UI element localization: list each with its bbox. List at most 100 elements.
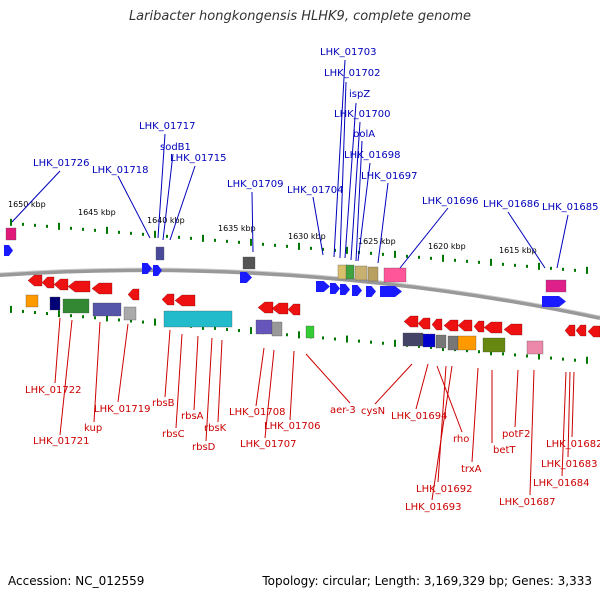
forward-gene[interactable] <box>352 285 362 296</box>
top-gene-label[interactable]: LHK_01696 <box>422 196 478 207</box>
top-gene-label[interactable]: LHK_01704 <box>287 185 343 196</box>
gene-feature-box[interactable] <box>271 321 283 337</box>
bottom-gene-label[interactable]: rbsC <box>162 429 185 440</box>
bottom-gene-label[interactable]: rho <box>453 434 469 445</box>
gene-feature-box[interactable] <box>457 335 477 351</box>
gene-feature-box[interactable] <box>62 298 90 314</box>
gene-feature-box[interactable] <box>123 306 137 321</box>
bottom-gene-label[interactable]: LHK_01682 <box>546 439 600 450</box>
bottom-gene-label[interactable]: LHK_01684 <box>533 478 589 489</box>
gene-feature-box[interactable] <box>25 294 39 308</box>
bottom-gene-label[interactable]: potF2 <box>502 429 531 440</box>
bottom-gene-label[interactable]: LHK_01706 <box>264 421 320 432</box>
forward-gene[interactable] <box>330 283 340 294</box>
reverse-gene[interactable] <box>27 274 43 287</box>
top-gene-label[interactable]: LHK_01703 <box>320 47 376 58</box>
bottom-gene-label[interactable]: LHK_01707 <box>240 439 296 450</box>
top-gene-label[interactable]: ispZ <box>349 89 370 100</box>
bottom-gene-label[interactable]: LHK_01722 <box>25 385 81 396</box>
bottom-gene-label[interactable]: LHK_01708 <box>229 407 285 418</box>
reverse-gene[interactable] <box>91 282 113 295</box>
bottom-gene-label[interactable]: kup <box>84 423 102 434</box>
gene-feature-box[interactable] <box>163 310 233 328</box>
gene-feature-box[interactable] <box>345 264 355 280</box>
reverse-gene[interactable] <box>403 315 419 328</box>
bottom-gene-label[interactable]: rbsA <box>181 411 204 422</box>
bottom-gene-label[interactable]: betT <box>493 445 516 456</box>
top-gene-label[interactable]: LHK_01700 <box>334 109 390 120</box>
gene-feature-box[interactable] <box>422 333 436 348</box>
reverse-gene[interactable] <box>287 303 301 316</box>
top-gene-label[interactable]: LHK_01709 <box>227 179 283 190</box>
reverse-gene[interactable] <box>417 317 431 330</box>
gene-feature-box[interactable] <box>305 325 315 339</box>
bottom-gene-label[interactable]: LHK_01721 <box>33 436 89 447</box>
reverse-gene[interactable] <box>431 318 443 331</box>
top-gene-label[interactable]: LHK_01698 <box>344 150 400 161</box>
reverse-gene[interactable] <box>587 325 600 338</box>
gene-feature-box[interactable] <box>435 334 447 349</box>
bottom-gene-label[interactable]: cysN <box>361 406 385 417</box>
reverse-gene[interactable] <box>483 321 503 334</box>
reverse-gene[interactable] <box>473 320 485 333</box>
gene-feature-box[interactable] <box>255 319 273 335</box>
forward-gene[interactable] <box>380 286 402 297</box>
gene-feature-box[interactable] <box>367 266 379 282</box>
top-gene-label[interactable]: LHK_01715 <box>170 153 226 164</box>
gene-feature-box[interactable] <box>482 337 506 353</box>
bottom-gene-label[interactable]: rbsK <box>204 423 227 434</box>
gene-feature-box[interactable] <box>242 256 256 270</box>
forward-gene[interactable] <box>142 263 152 274</box>
top-gene-label[interactable]: LHK_01697 <box>361 171 417 182</box>
gene-feature-box[interactable] <box>5 227 17 241</box>
top-gene-label[interactable]: LHK_01702 <box>324 68 380 79</box>
bottom-gene-label[interactable]: LHK_01692 <box>416 484 472 495</box>
gene-feature-box[interactable] <box>447 335 459 351</box>
reverse-gene[interactable] <box>457 319 473 332</box>
lower-scale-tick <box>502 352 504 356</box>
bottom-gene-label[interactable]: trxA <box>461 464 482 475</box>
bottom-gene-label[interactable]: LHK_01687 <box>499 497 555 508</box>
gene-feature-box[interactable] <box>526 340 544 355</box>
forward-gene[interactable] <box>316 281 330 292</box>
bottom-gene-label[interactable]: rbsB <box>152 398 175 409</box>
reverse-gene[interactable] <box>174 294 196 307</box>
bottom-gene-label[interactable]: aer-3 <box>330 405 356 416</box>
bottom-gene-label[interactable]: rbsD <box>192 442 216 453</box>
gene-feature-box[interactable] <box>402 332 424 347</box>
reverse-gene[interactable] <box>503 323 523 336</box>
forward-gene[interactable] <box>153 265 162 276</box>
top-gene-label[interactable]: LHK_01718 <box>92 165 148 176</box>
top-gene-label[interactable]: LHK_01685 <box>542 202 598 213</box>
reverse-gene[interactable] <box>41 276 55 289</box>
top-gene-label[interactable]: LHK_01686 <box>483 199 539 210</box>
gene-feature-box[interactable] <box>383 267 407 283</box>
reverse-gene[interactable] <box>257 301 274 314</box>
gene-feature-box[interactable] <box>92 302 122 317</box>
gene-feature-box[interactable] <box>545 279 567 293</box>
bottom-gene-label[interactable]: LHK_01719 <box>94 404 150 415</box>
forward-gene[interactable] <box>542 296 566 307</box>
bottom-gene-label[interactable]: LHK_01693 <box>405 502 461 513</box>
reverse-gene[interactable] <box>271 302 289 315</box>
forward-gene[interactable] <box>340 284 350 295</box>
top-gene-label[interactable]: sodB1 <box>160 142 191 153</box>
bottom-gene-label[interactable]: LHK_01694 <box>391 411 447 422</box>
reverse-gene[interactable] <box>575 324 587 337</box>
bottom-gene-label[interactable]: LHK_01683 <box>541 459 597 470</box>
gene-feature-box[interactable] <box>155 246 165 261</box>
gene-feature-box[interactable] <box>49 296 61 311</box>
reverse-gene[interactable] <box>67 280 91 293</box>
top-gene-label[interactable]: bolA <box>353 129 375 140</box>
gene-feature-box[interactable] <box>354 265 368 281</box>
forward-gene[interactable] <box>366 286 376 297</box>
reverse-gene[interactable] <box>564 324 576 337</box>
top-gene-label[interactable]: LHK_01717 <box>139 121 195 132</box>
reverse-gene[interactable] <box>127 288 140 301</box>
top-gene-label[interactable]: LHK_01726 <box>33 158 89 169</box>
reverse-gene[interactable] <box>53 278 69 291</box>
forward-gene[interactable] <box>240 272 252 283</box>
reverse-gene[interactable] <box>443 319 459 332</box>
reverse-gene[interactable] <box>161 293 175 306</box>
forward-gene[interactable] <box>4 245 13 256</box>
